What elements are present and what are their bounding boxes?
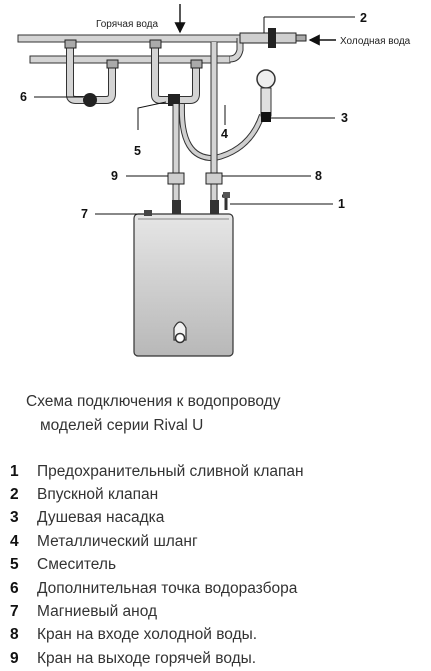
legend-number: 7	[10, 603, 19, 621]
legend-text: Предохранительный сливной клапан	[37, 462, 304, 480]
callout-2: 2	[360, 11, 367, 25]
tank-indicator	[173, 321, 187, 344]
shower-head	[256, 69, 276, 122]
water-heater-tank	[133, 210, 234, 357]
callout-5: 5	[134, 144, 141, 158]
safety-drain-valve	[222, 192, 230, 210]
legend-number: 9	[10, 649, 19, 667]
legend-number: 8	[10, 626, 19, 644]
legend-item: 7 Магниевый анод	[10, 600, 304, 623]
legend-text: Впускной клапан	[37, 486, 159, 504]
legend-number: 1	[10, 462, 19, 480]
callout-8: 8	[315, 169, 322, 183]
legend-number: 4	[10, 532, 19, 550]
legend-item: 3 Душевая насадка	[10, 507, 304, 530]
legend-item: 8 Кран на входе холодной воды.	[10, 624, 304, 647]
legend-text: Смеситель	[37, 556, 117, 574]
cold-water-label: Холодная вода	[340, 36, 411, 47]
legend-item: 2 Впускной клапан	[10, 483, 304, 506]
mixer	[149, 39, 203, 106]
legend-text: Душевая насадка	[37, 509, 165, 527]
callout-4: 4	[221, 127, 228, 141]
legend-text: Кран на выходе горячей воды.	[37, 649, 257, 667]
legend-number: 3	[10, 509, 19, 527]
hot-water-main-pipe	[17, 34, 259, 43]
caption-line-2: моделей серии Rival U	[40, 417, 204, 434]
legend-text: Кран на входе холодной воды.	[37, 626, 258, 644]
hot-water-label: Горячая вода	[96, 19, 159, 30]
connection-diagram: Горячая вода Холодная вода 2 3 4 5 6 9 8…	[17, 4, 411, 357]
legend-item: 4 Металлический шланг	[10, 530, 304, 553]
legend-number: 6	[10, 579, 19, 597]
callout-6: 6	[20, 90, 27, 104]
legend-text: Дополнительная точка водоразбора	[37, 579, 298, 597]
callout-7: 7	[81, 207, 88, 221]
legend-number: 2	[10, 486, 19, 504]
legend-item: 1 Предохранительный сливной клапан	[10, 460, 304, 483]
legend-text: Магниевый анод	[37, 603, 158, 621]
legend-text: Металлический шланг	[37, 532, 198, 550]
legend-item: 5 Смеситель	[10, 554, 304, 577]
diagram-caption: Схема подключения к водопроводу моделей …	[26, 390, 406, 438]
cold-water-inlet-tap	[205, 172, 223, 214]
legend-list: 1 Предохранительный сливной клапан 2 Впуск…	[10, 460, 304, 671]
callout-9: 9	[111, 169, 118, 183]
inlet-valve	[239, 28, 307, 48]
legend-number: 5	[10, 556, 19, 574]
hot-water-outlet-tap	[167, 172, 185, 214]
callout-1: 1	[338, 197, 345, 211]
callout-3: 3	[341, 111, 348, 125]
legend-item: 6 Дополнительная точка водоразбора	[10, 577, 304, 600]
caption-line-1: Схема подключения к водопроводу	[26, 393, 281, 410]
callout-lines	[34, 16, 355, 215]
legend-item: 9 Кран на выходе горячей воды.	[10, 647, 304, 670]
magnesium-anode	[144, 210, 152, 216]
cold-water-main-pipe	[29, 38, 244, 64]
